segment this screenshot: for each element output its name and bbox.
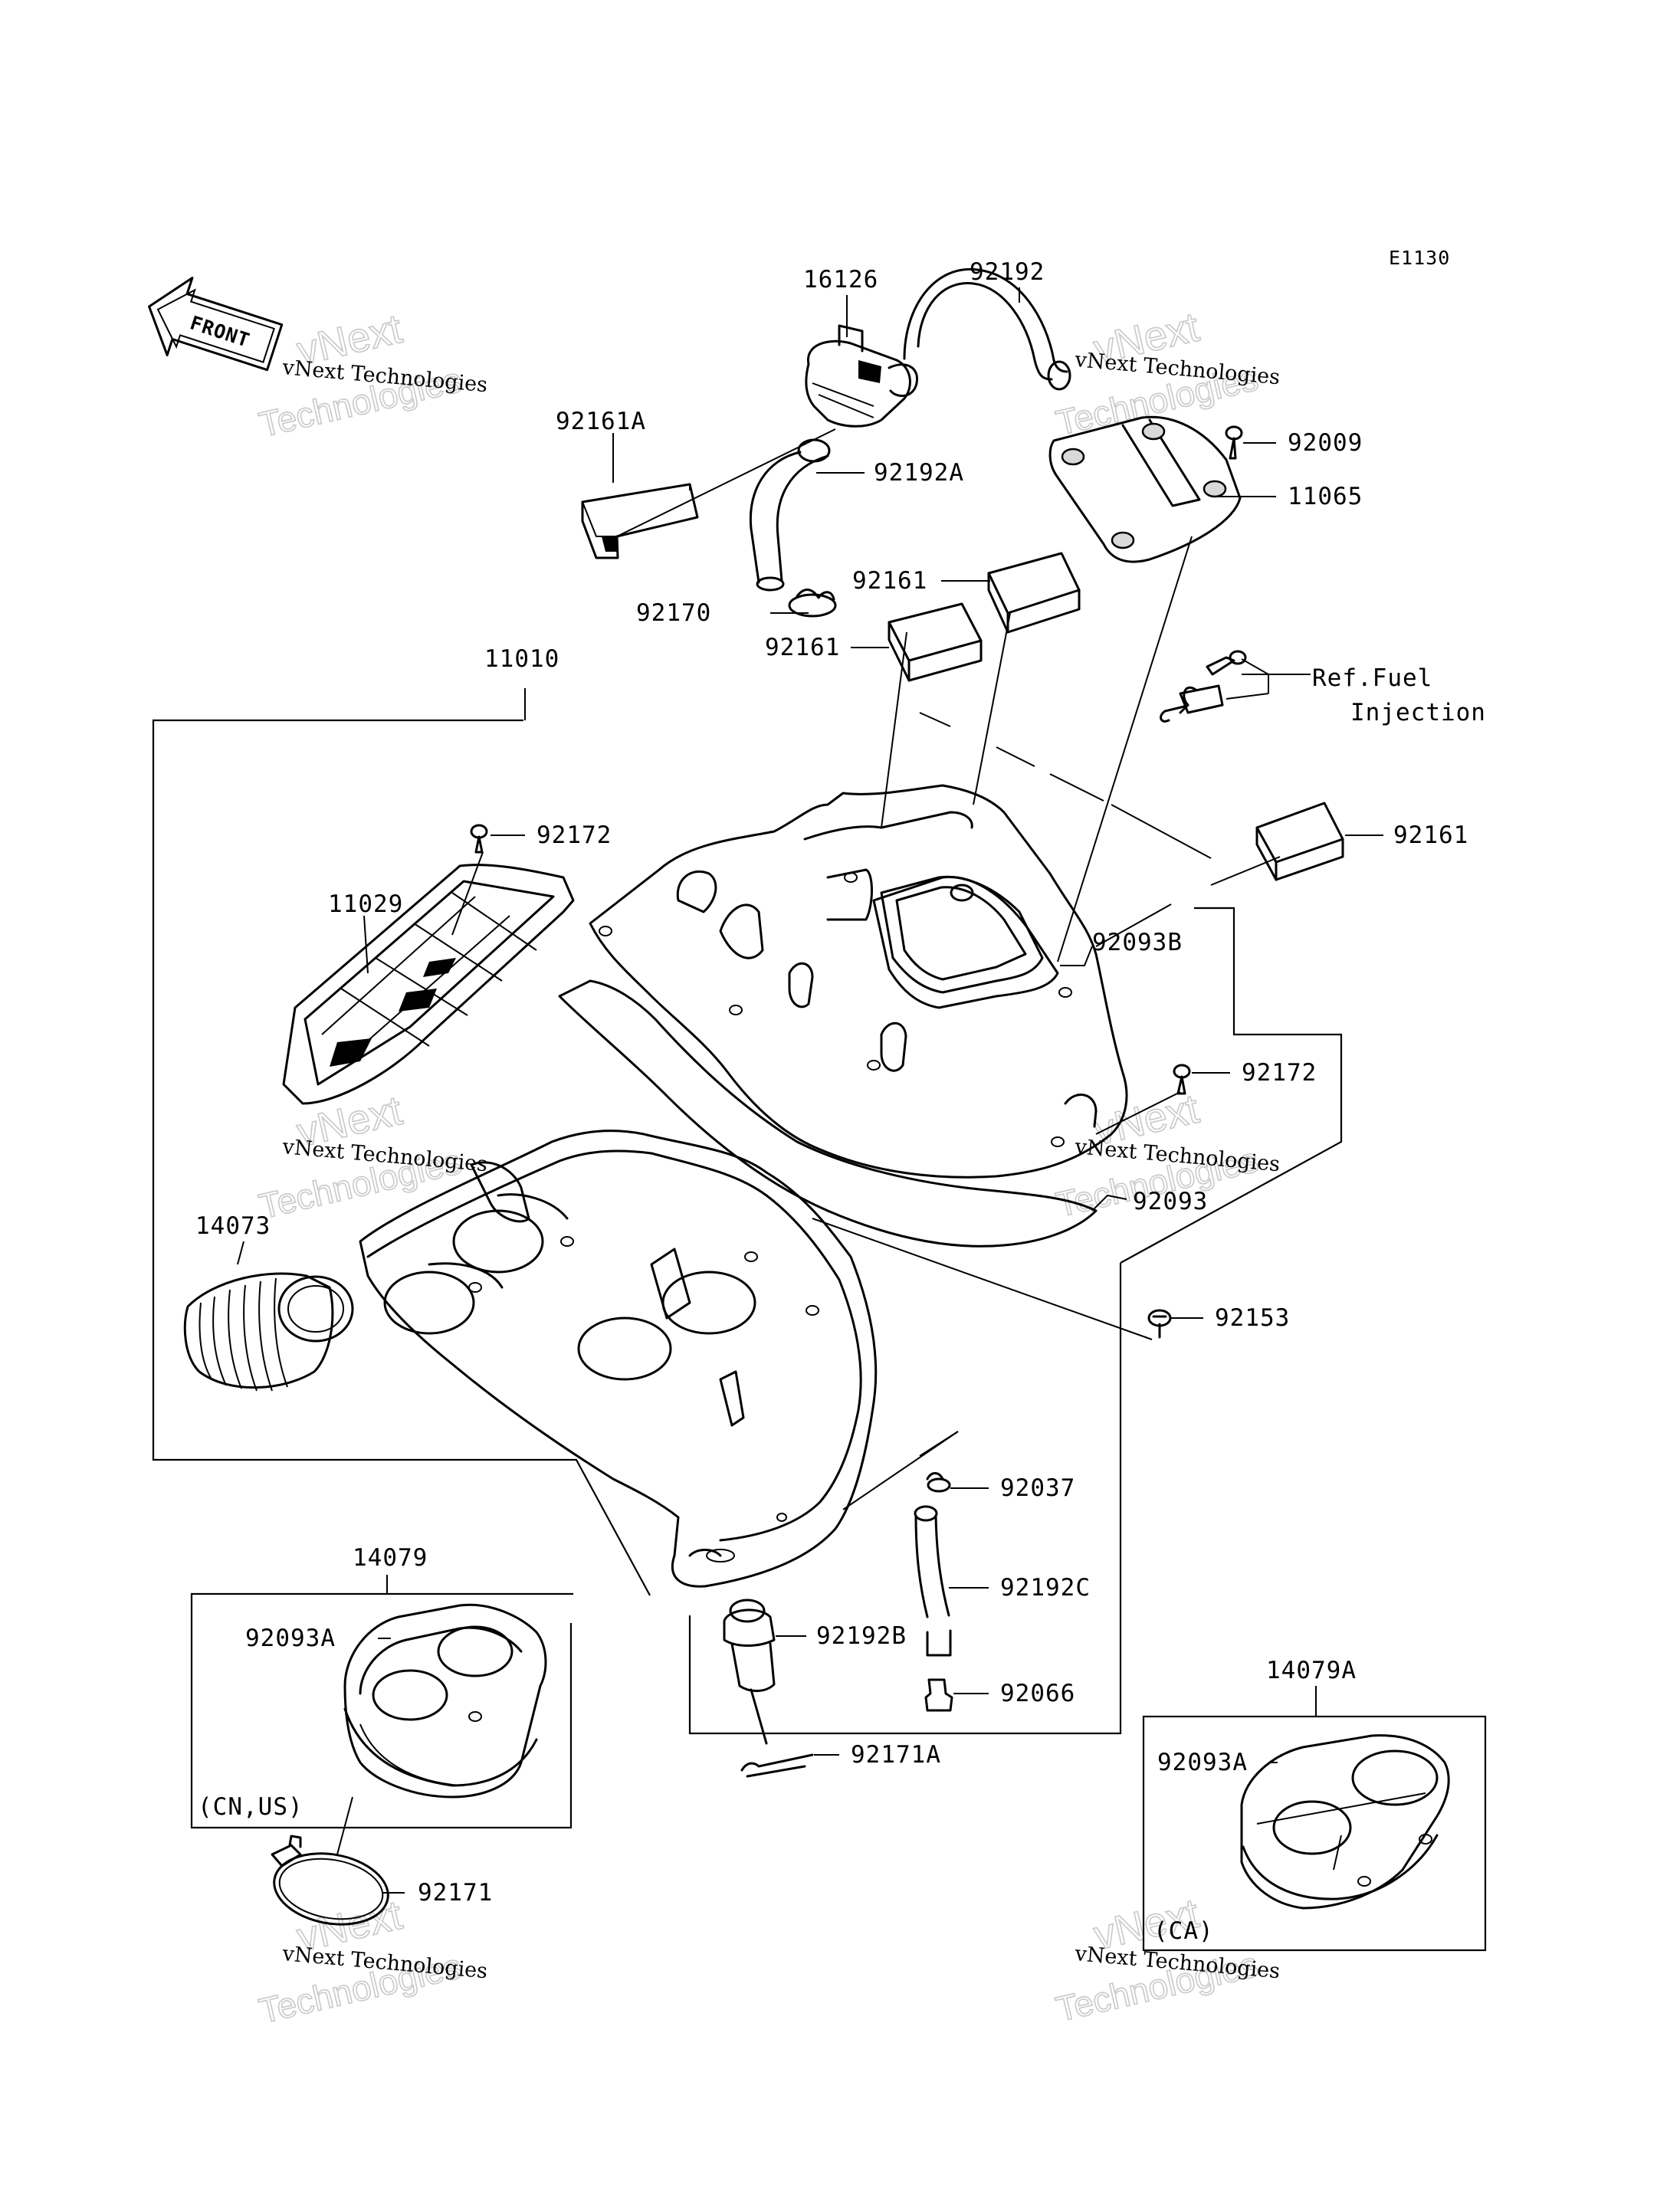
diagram-code: E1130 [1389,247,1450,269]
callout-14079: 14079 [353,1544,428,1572]
clamp-92170 [788,589,837,618]
housing-upper-11010 [589,784,1128,1179]
duct-14073 [183,1272,354,1392]
callout-92171A: 92171A [851,1741,941,1769]
callout-92171: 92171 [418,1879,493,1907]
screw-92153 [1147,1309,1172,1339]
callout-92172: 92172 [1242,1059,1317,1087]
pad-92161A [581,483,699,559]
gasket-92093 [558,979,1098,1248]
leader [616,428,836,537]
front-label: FRONT [187,312,252,352]
callout-92192C: 92192C [1000,1574,1091,1602]
clamp-92171 [271,1835,389,1926]
callout-92161: 92161 [765,634,840,661]
pad-92161-lower [888,602,983,682]
callout-92037: 92037 [1000,1474,1075,1502]
callout-92192: 92192 [970,258,1045,286]
drain-92192B [723,1599,776,1745]
leader-lines [237,287,1383,1894]
fuel-injection-parts [1160,650,1247,723]
screw-92172-b [1173,1064,1191,1095]
label-cn-us: (CN,US) [198,1793,304,1821]
hose-92192C [914,1505,952,1657]
callout-92093A: 92093A [245,1625,336,1652]
frame-right [1120,907,1343,1264]
gasket-92093B [872,875,1059,1009]
callout-92093: 92093 [1133,1188,1208,1215]
front-arrow-icon: FRONT [148,277,284,372]
housing-lower [359,1130,878,1588]
label-ca: (CA) [1153,1917,1214,1945]
callout-92153: 92153 [1215,1304,1290,1332]
callout-92093A: 92093A [1157,1749,1248,1776]
callout-11029: 11029 [328,890,403,918]
box-14079A [1142,1715,1487,1952]
frame-lower-right [688,1263,1122,1735]
callout-92093B: 92093B [1092,929,1183,956]
valve-16126 [805,324,918,428]
callout-14079A: 14079A [1266,1657,1357,1684]
cover-14079A [1240,1734,1450,1910]
callout-92161: 92161 [852,567,927,595]
callout-14073: 14073 [195,1212,271,1240]
plate-11065 [1048,415,1242,563]
callout-92066: 92066 [1000,1680,1075,1707]
box-14079 [190,1592,573,1829]
callout-92161: 92161 [1393,821,1468,849]
pad-92161-upper [987,552,1081,634]
callout-92192A: 92192A [874,459,964,487]
callout-11010: 11010 [484,645,559,673]
callout-ref-injection: Injection [1350,699,1486,726]
frame-11010 [152,719,651,1596]
cover-14079 [343,1603,547,1799]
pad-92161-right [1255,802,1344,881]
callout-ref-fuel: Ref.Fuel [1312,664,1432,692]
callout-92192B: 92192B [816,1622,907,1650]
plug-92066 [924,1678,953,1712]
filter-11029 [282,864,575,1105]
hose-92192A [749,438,831,592]
callout-16126: 16126 [803,266,878,293]
hose-92192 [903,267,1071,391]
callout-92161A: 92161A [556,408,646,435]
callout-92172: 92172 [536,821,612,849]
callout-11065: 11065 [1288,483,1363,510]
clamp-92037 [926,1472,951,1493]
screw-92009 [1225,425,1243,460]
screw-92172-a [470,824,488,854]
callout-92170: 92170 [636,599,711,627]
callout-92009: 92009 [1288,429,1363,457]
clip-92171A [740,1753,814,1778]
